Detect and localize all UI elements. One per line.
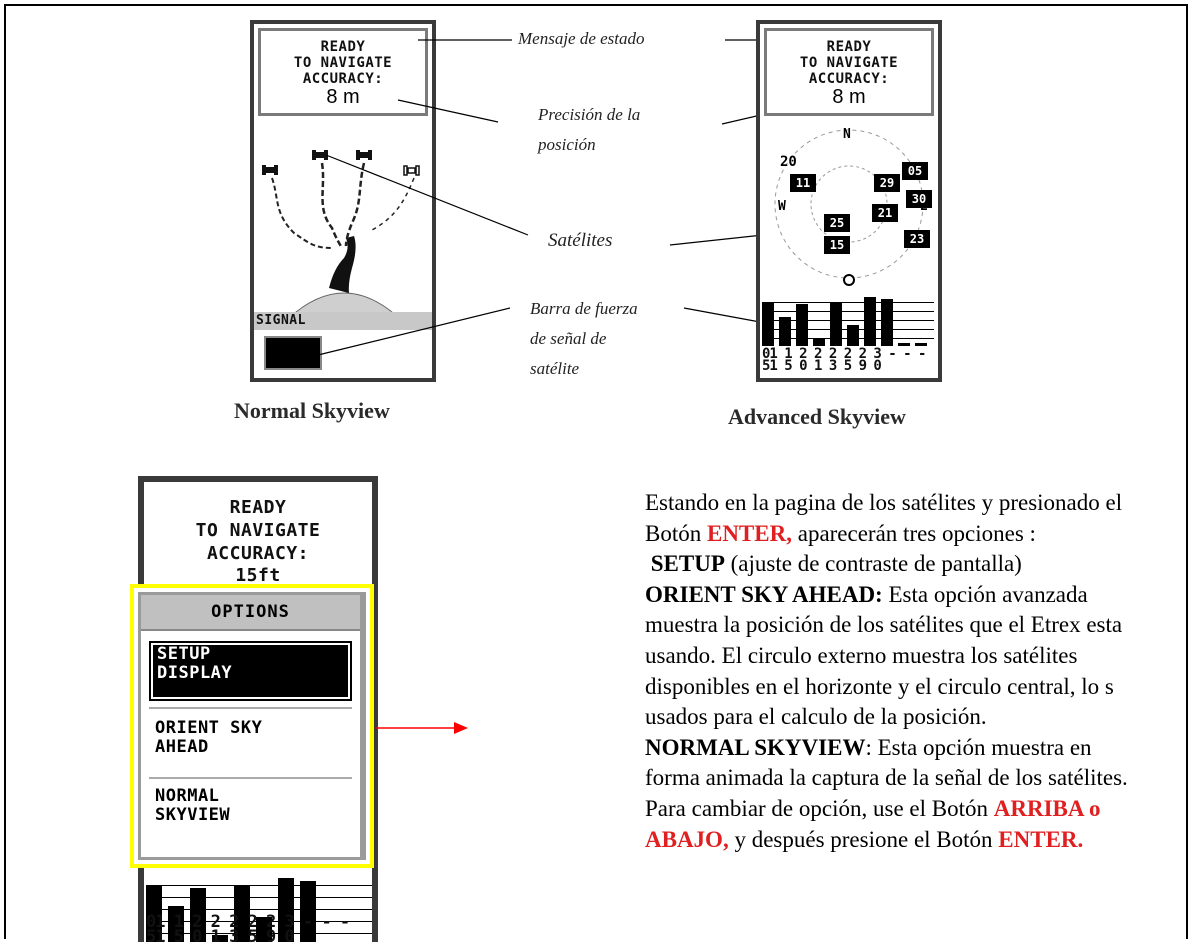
signal-strength-bar xyxy=(190,888,206,942)
text-line-3: SETUP (ajuste de contraste de pantalla) xyxy=(650,551,1022,577)
status-line-2: TO NAVIGATE xyxy=(799,55,899,71)
text-line-12: ABAJO, y después presione el Botón ENTER… xyxy=(645,826,1084,852)
options-menu-title: OPTIONS xyxy=(141,595,360,631)
text-line-7: disponibles en el horizonte y el circulo… xyxy=(645,673,1114,699)
menu-divider xyxy=(149,707,352,709)
options-menu-highlight: OPTIONS SETUP DISPLAY ORIENT SKY AHEAD N… xyxy=(130,584,374,868)
annotation-signal-line3: satélite xyxy=(530,359,580,378)
signal-strength-bar xyxy=(847,325,859,346)
satellite-icon xyxy=(356,150,372,160)
annotation-signal-line1: Barra de fuerza xyxy=(530,299,638,318)
signal-strength-bar xyxy=(830,302,842,346)
annotation-signal-line2: de señal de xyxy=(530,329,607,348)
text-line-1: Estando en la pagina de los satélites y … xyxy=(645,490,1123,515)
menu-item-line1: SETUP xyxy=(157,644,211,664)
signal-strength-bar xyxy=(796,304,808,346)
satellite-15: 15 xyxy=(824,236,850,254)
text-line-2: Botón ENTER, aparecerán tres opciones : xyxy=(645,520,1036,546)
sky-compass: N W E 20 xyxy=(774,127,928,286)
menu-item-orient-sky-ahead[interactable]: ORIENT SKY AHEAD xyxy=(149,715,352,773)
status-line-3: ACCURACY: xyxy=(808,71,890,87)
satellite-numbers-row1: 01 1 2 2 2 2 2 3 - - - xyxy=(146,912,350,932)
satellite-29: 29 xyxy=(874,174,900,192)
satellite-numbers-row2: 51 5 0 1 3 5 9 0 xyxy=(762,358,882,374)
text-line-11: Para cambiar de opción, use el Botón ARR… xyxy=(645,795,1101,821)
satellite-30: 30 xyxy=(906,190,932,208)
satellite-icon xyxy=(403,165,420,176)
signal-bar xyxy=(264,336,322,370)
status-line-3: ACCURACY: xyxy=(302,71,384,87)
advanced-skyview-screen: READY TO NAVIGATE ACCURACY: 8 m N W E 20… xyxy=(756,20,942,382)
satellite-21: 21 xyxy=(872,204,898,222)
compass-west: W xyxy=(778,199,786,214)
options-title-text: OPTIONS xyxy=(211,602,290,622)
menu-item-line2: DISPLAY xyxy=(157,663,233,683)
accuracy-value: 8 m xyxy=(326,86,360,108)
explanation-text: Estando en la pagina de los satélites y … xyxy=(645,488,1190,855)
status-message: READY TO NAVIGATE ACCURACY: 15ft xyxy=(144,496,372,587)
annotation-precision-line2: posición xyxy=(538,135,596,154)
menu-item-setup-display[interactable]: SETUP DISPLAY xyxy=(149,641,352,701)
signal-strength-bar xyxy=(762,302,774,346)
status-line-2: TO NAVIGATE xyxy=(195,520,321,541)
accuracy-value: 15ft xyxy=(235,565,281,586)
page-frame xyxy=(4,4,1188,939)
satellite-icon xyxy=(262,165,278,175)
annotation-satellites: Satélites xyxy=(548,230,613,251)
signal-strength-bar xyxy=(300,881,316,942)
menu-item-line1: ORIENT SKY xyxy=(155,718,263,738)
signal-strength-bar xyxy=(864,297,876,346)
text-line-8: usados para el calculo de la posición. xyxy=(645,704,987,730)
signal-strength-bar xyxy=(881,299,893,346)
annotation-precision-line1: Precisión de la xyxy=(538,105,641,124)
annotation-status-message: Mensaje de estado xyxy=(518,29,645,48)
status-message-box: READY TO NAVIGATE ACCURACY: 8 m xyxy=(258,28,428,116)
status-line-2: TO NAVIGATE xyxy=(293,55,393,71)
menu-item-normal-skyview[interactable]: NORMAL SKYVIEW xyxy=(149,783,352,841)
signal-strength-bar xyxy=(779,317,791,346)
satellite-11: 11 xyxy=(790,174,816,192)
satellite-numbers-row2: 51 5 0 1 3 5 9 0 xyxy=(146,927,295,942)
text-line-6: usando. El circulo externo muestra los s… xyxy=(645,642,1078,668)
pointer-arrow xyxy=(376,722,468,734)
status-line-1: READY xyxy=(826,39,872,55)
signal-strip: SIGNAL xyxy=(254,312,432,330)
satellite-25: 25 xyxy=(824,214,850,232)
caption-advanced-skyview: Advanced Skyview xyxy=(728,404,906,429)
options-menu: OPTIONS SETUP DISPLAY ORIENT SKY AHEAD N… xyxy=(138,592,366,860)
satellite-20: 20 xyxy=(780,154,797,170)
normal-skyview-screen: READY TO NAVIGATE ACCURACY: 8 m SIGNAL xyxy=(250,20,436,382)
text-line-5: muestra la posición de los satélites que… xyxy=(645,612,1123,638)
signal-strength-bar xyxy=(168,906,184,942)
status-line-1: READY xyxy=(320,39,366,55)
signal-bars xyxy=(146,874,372,942)
signal-label: SIGNAL xyxy=(256,313,306,328)
signal-bars xyxy=(762,294,934,346)
signal-strength-bar xyxy=(278,878,294,942)
text-line-4: ORIENT SKY AHEAD: Esta opción avanzada xyxy=(645,581,1088,607)
text-line-10: forma animada la captura de la señal de … xyxy=(645,765,1128,791)
status-message-box: READY TO NAVIGATE ACCURACY: 8 m xyxy=(764,28,934,116)
annotation-lines xyxy=(317,39,829,356)
signal-strength-bar xyxy=(256,917,272,942)
signal-strength-bar xyxy=(146,885,162,942)
compass-north: N xyxy=(843,127,851,142)
menu-divider xyxy=(149,777,352,779)
satellite-23: 23 xyxy=(904,230,930,248)
satellite-05: 05 xyxy=(902,162,928,180)
signal-strength-bar xyxy=(813,338,825,346)
signal-strength-bar xyxy=(915,343,927,346)
menu-item-line1: NORMAL xyxy=(155,786,220,806)
satellite-numbers-row1: 01 1 2 2 2 2 2 3 - - - xyxy=(762,346,926,362)
caption-normal-skyview: Normal Skyview xyxy=(234,398,390,423)
status-line-3: ACCURACY: xyxy=(206,543,310,564)
signal-strength-bar xyxy=(898,343,910,346)
accuracy-value: 8 m xyxy=(832,86,866,108)
menu-item-line2: AHEAD xyxy=(155,737,209,757)
text-line-9: NORMAL SKYVIEW: Esta opción muestra en xyxy=(645,734,1092,760)
status-line-1: READY xyxy=(229,497,287,518)
signal-strength-bar xyxy=(234,885,250,942)
menu-item-line2: SKYVIEW xyxy=(155,805,231,825)
